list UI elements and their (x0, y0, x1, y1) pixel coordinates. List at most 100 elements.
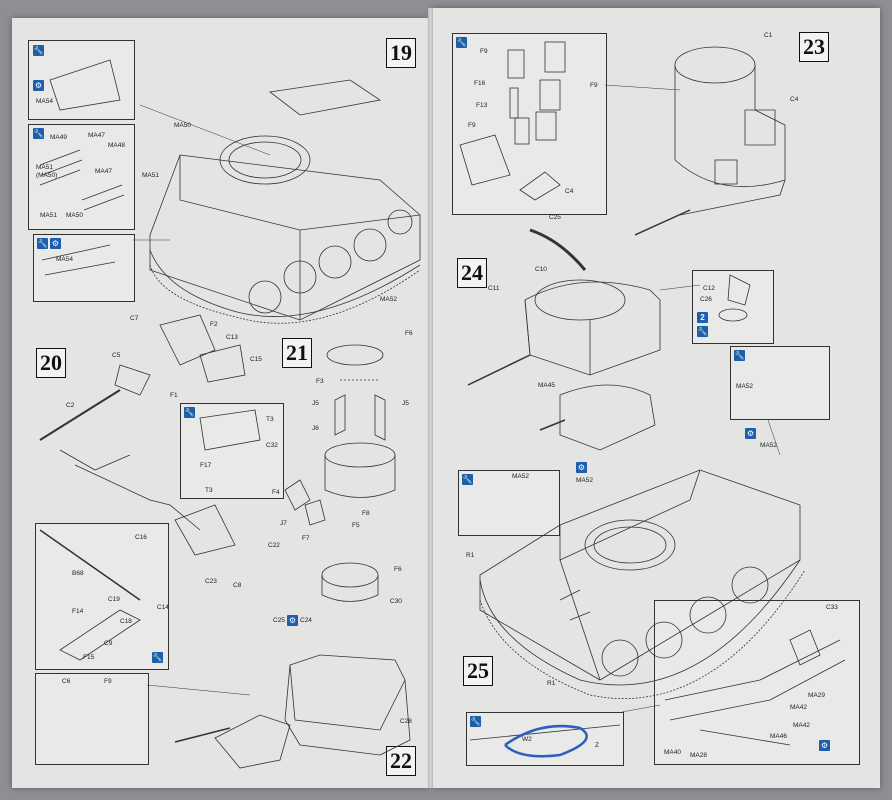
part-label: F9 (590, 82, 598, 89)
part-label: C10 (535, 266, 547, 273)
part-label: F8 (362, 510, 370, 517)
part-label: C32 (266, 442, 278, 449)
turret-interior-step23 (634, 46, 786, 236)
part-label: C5 (112, 352, 121, 359)
wrench-icon: 🔧 (33, 45, 44, 56)
step-number-19: 19 (386, 38, 416, 68)
part-label: F2 (210, 321, 218, 328)
wrench-icon: 🔧 (184, 407, 195, 418)
tank-assembled-step25 (479, 469, 806, 699)
step-number-23: 23 (799, 32, 829, 62)
part-label: MA45 (538, 382, 555, 389)
part-label: MA48 (108, 142, 125, 149)
part-label: Z (595, 742, 599, 749)
part-label: C4 (790, 96, 799, 103)
part-label: F3 (316, 378, 324, 385)
part-label: MA42 (793, 722, 810, 729)
part-label: F15 (83, 654, 95, 661)
part-label: MA49 (50, 134, 67, 141)
part-label: F4 (272, 489, 280, 496)
part-label: MA51 (40, 212, 57, 219)
part-label: C24 (300, 617, 312, 624)
track-detail-step25 (621, 629, 846, 746)
gear-icon: ⚙ (819, 740, 830, 751)
part-label: F6 (405, 330, 413, 337)
part-label: F5 (352, 522, 360, 529)
part-label: F6 (394, 566, 402, 573)
gear-icon: ⚙ (50, 238, 61, 249)
part-label: MA50 (174, 122, 191, 129)
part-label: MA40 (664, 749, 681, 756)
track-links-detail (39, 59, 125, 276)
part-label: C28 (400, 718, 412, 725)
wrench-icon: 🔧 (152, 652, 163, 663)
step-number-25: 25 (463, 656, 493, 686)
wrench-icon: 🔧 (697, 326, 708, 337)
tank-hull-step19 (133, 79, 421, 324)
part-label: J5 (402, 400, 409, 407)
part-label: F9 (104, 678, 112, 685)
part-label: C14 (157, 604, 169, 611)
turret-step22 (146, 562, 411, 769)
gun-assembly-step20 (39, 314, 261, 661)
wrench-icon: 🔧 (33, 128, 44, 139)
part-label: C4 (565, 188, 574, 195)
gear-icon: ⚙ (745, 428, 756, 439)
part-label: MA54 (36, 98, 53, 105)
part-label: C18 (120, 618, 132, 625)
hull-marker-detail (469, 724, 621, 758)
detail-box-step24-hull (458, 470, 560, 536)
part-label: F13 (476, 102, 488, 109)
part-label: MA52 (512, 473, 529, 480)
detail-box-step20-gun (180, 403, 284, 499)
part-label: T3 (266, 416, 274, 423)
part-label: C30 (390, 598, 402, 605)
gear-icon: ⚙ (287, 615, 298, 626)
part-label: C15 (250, 356, 262, 363)
part-label: MA52 (736, 383, 753, 390)
part-label: MA52 (576, 477, 593, 484)
part-label: J7 (280, 520, 287, 527)
part-label: MA42 (790, 704, 807, 711)
part-label: C11 (488, 285, 500, 292)
center-fold (428, 8, 433, 788)
turret-basket-step21 (284, 344, 396, 526)
part-label: C7 (130, 315, 139, 322)
part-label: J5 (312, 400, 319, 407)
step-number-24: 24 (457, 258, 487, 288)
part-label: MA51 (36, 164, 53, 171)
part-label: F17 (200, 462, 212, 469)
part-label: F1 (170, 392, 178, 399)
part-label: MA28 (690, 752, 707, 759)
wrench-icon: 🔧 (462, 474, 473, 485)
part-label: W2 (522, 736, 532, 743)
ammo-racks-step23 (459, 41, 681, 201)
wrench-icon: 🔧 (470, 716, 481, 727)
part-label: MA47 (95, 168, 112, 175)
part-label: C25 (273, 617, 285, 624)
part-label: F7 (302, 535, 310, 542)
part-label: C1 (764, 32, 773, 39)
part-label: MA52 (380, 296, 397, 303)
wrench-icon: 🔧 (37, 238, 48, 249)
part-label: C6 (62, 678, 71, 685)
wrench-icon: 🔧 (456, 37, 467, 48)
part-label: C26 (700, 296, 712, 303)
detail-box-step25-track (654, 600, 860, 765)
part-label: C12 (703, 285, 715, 292)
part-label: R1 (547, 680, 556, 687)
part-label: F9 (480, 48, 488, 55)
part-label: C19 (108, 596, 120, 603)
part-label: MA47 (88, 132, 105, 139)
gear-icon: ⚙ (33, 80, 44, 91)
step-number-20: 20 (36, 348, 66, 378)
part-label: C33 (826, 604, 838, 611)
step-count-icon: 2 (697, 312, 708, 323)
part-label: C8 (233, 582, 242, 589)
part-label: J6 (312, 425, 319, 432)
part-label: C13 (226, 334, 238, 341)
part-label: C22 (268, 542, 280, 549)
detail-box-step24-engine (730, 346, 830, 420)
part-label: MA52 (760, 442, 777, 449)
